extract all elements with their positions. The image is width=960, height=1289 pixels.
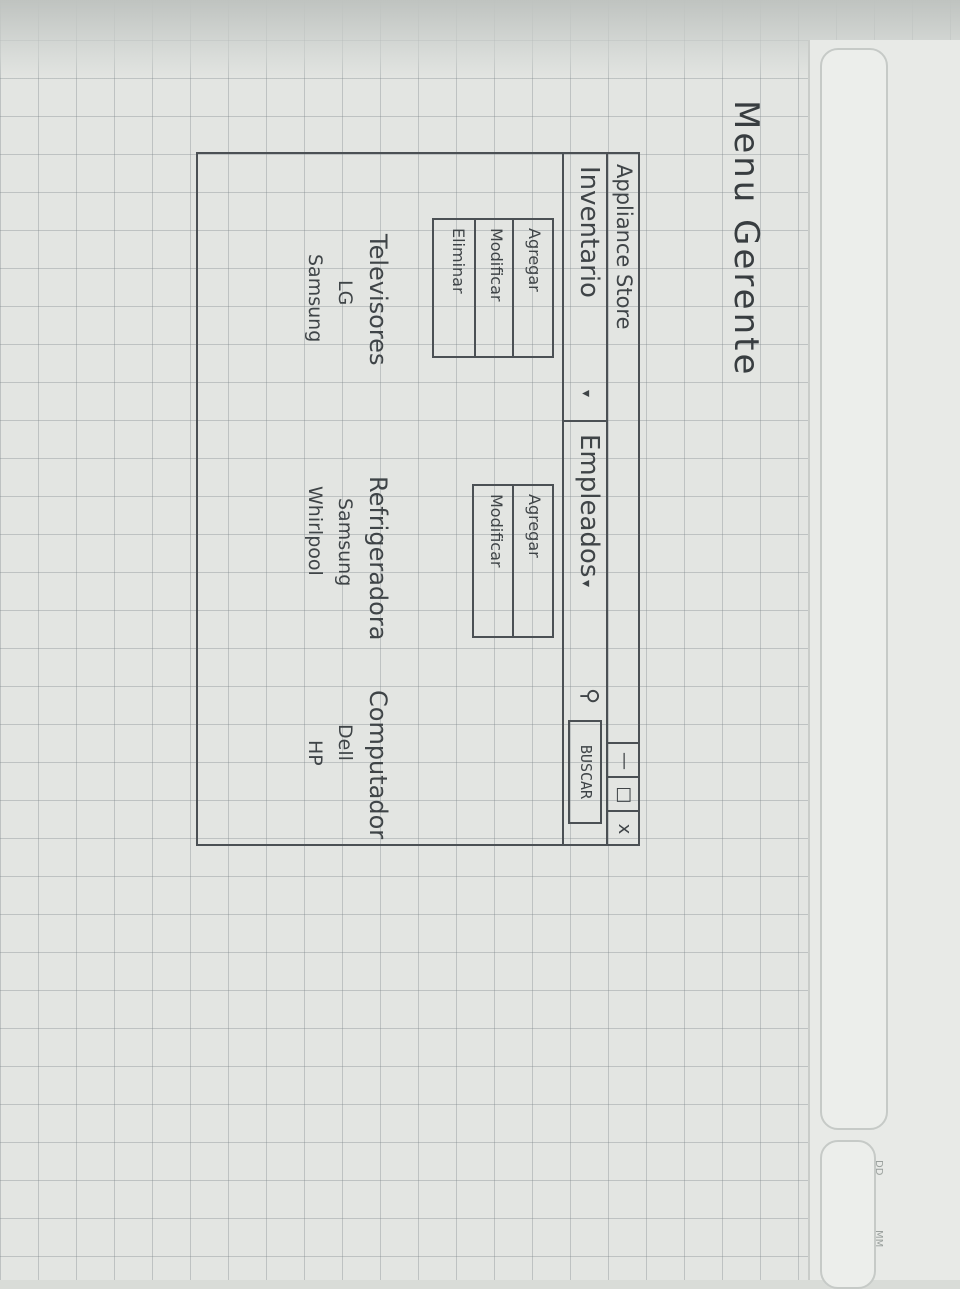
menu-bar: Inventario ▾ Empleados ▾ ⚲ BUSCAR xyxy=(562,154,608,844)
ui-sketch: Menu Gerente Appliance Store — □ x Inven… xyxy=(180,80,780,860)
menu-empleados[interactable]: Empleados ▾ xyxy=(564,422,608,612)
title-bar: Appliance Store — □ x xyxy=(606,154,638,846)
inventario-dropdown: Agregar Modificar Eliminar xyxy=(432,218,554,358)
inventario-eliminar-item[interactable]: Eliminar xyxy=(449,228,468,294)
inventario-agregar-item[interactable]: Agregar xyxy=(512,220,552,356)
empleados-dropdown: Agregar Modificar xyxy=(472,484,554,638)
maximize-button[interactable]: □ xyxy=(608,776,638,812)
paper-shadow xyxy=(0,0,960,80)
empleados-agregar-item[interactable]: Agregar xyxy=(512,486,552,636)
page-title: Menu Gerente xyxy=(726,100,766,378)
category-refrigeradora-heading[interactable]: Refrigeradora xyxy=(364,476,392,641)
category-computador-heading[interactable]: Computador xyxy=(364,690,392,840)
brand-list-item[interactable]: Dell xyxy=(334,724,356,761)
menu-inventario[interactable]: Inventario ▾ xyxy=(564,154,608,422)
close-button[interactable]: x xyxy=(608,810,638,846)
date-dd-label: DD xyxy=(873,1160,884,1176)
brand-list-item[interactable]: HP xyxy=(304,740,326,766)
window-title: Appliance Store xyxy=(612,164,636,330)
category-televisores-heading[interactable]: Televisores xyxy=(364,234,392,366)
minimize-button[interactable]: — xyxy=(608,742,638,778)
date-box xyxy=(820,1140,876,1289)
chevron-down-icon: ▾ xyxy=(578,580,594,588)
brand-list-item[interactable]: Samsung xyxy=(334,498,356,587)
brand-list-item[interactable]: LG xyxy=(334,280,356,306)
search-button[interactable]: BUSCAR xyxy=(568,720,602,824)
brand-list-item[interactable]: Whirlpool xyxy=(304,486,326,576)
date-mm-label: MM xyxy=(873,1230,884,1248)
menu-inventario-label: Inventario xyxy=(574,166,604,298)
brand-list-item[interactable]: Samsung xyxy=(304,254,326,343)
menu-empleados-label: Empleados xyxy=(574,434,604,578)
app-window: Appliance Store — □ x Inventario ▾ Emple… xyxy=(196,152,640,846)
search-icon[interactable]: ⚲ xyxy=(577,688,602,705)
margin-note-box xyxy=(820,48,888,1130)
inventario-modificar-item[interactable]: Modificar xyxy=(474,220,514,356)
chevron-down-icon: ▾ xyxy=(578,390,594,398)
empleados-modificar-item[interactable]: Modificar xyxy=(487,494,506,568)
